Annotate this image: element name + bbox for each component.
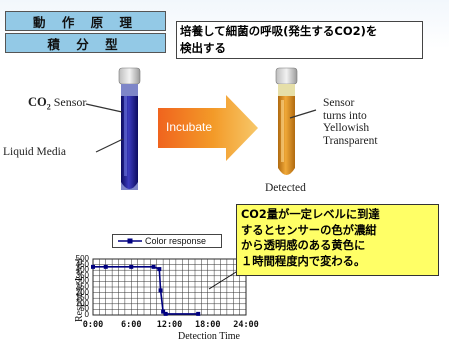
- x-tick-label: 24:00: [233, 320, 259, 330]
- x-tick-label: 12:00: [156, 320, 183, 330]
- liquid-media-label: Liquid Media: [3, 146, 66, 158]
- callout-line-3: から透明感のある黄色に: [241, 239, 366, 253]
- detected-label: Detected: [265, 182, 306, 194]
- chart-legend: Color response: [112, 234, 222, 248]
- data-point: [161, 309, 166, 314]
- co2-prefix: CO: [28, 95, 47, 109]
- y-tick-label: 100: [75, 298, 89, 308]
- y-axis-label: Response Level: [74, 258, 85, 322]
- y-tick-label: 400: [75, 265, 89, 275]
- data-point: [158, 288, 163, 293]
- chart-grid: [92, 258, 247, 316]
- type-label: 積 分 型: [5, 33, 166, 53]
- result-line-4: Transparent: [323, 134, 378, 147]
- sensor-word: Sensor: [50, 95, 87, 109]
- callout-line-2: するとセンサーの色が濃紺: [241, 223, 377, 237]
- result-line-1: Sensor: [323, 97, 355, 109]
- co2-sensor-label: CO2 Sensor: [28, 95, 86, 112]
- sensor-result-pointer: [289, 109, 317, 119]
- blue-test-tube: [118, 67, 141, 190]
- description-box: 培養して細菌の呼吸(発生するCO2)を 検出する: [176, 21, 423, 59]
- data-point: [91, 264, 95, 269]
- y-tick-label: 450: [75, 259, 89, 269]
- x-tick-label: 0:00: [82, 320, 104, 330]
- y-tick-label: 0: [84, 310, 89, 319]
- data-point: [163, 311, 168, 316]
- y-tick-label: 200: [75, 287, 89, 297]
- description-line-1: 培養して細菌の呼吸(発生するCO2)を: [180, 24, 378, 38]
- y-tick-label: 250: [75, 282, 89, 291]
- data-point: [129, 264, 134, 269]
- result-line-3: Yellowish: [323, 122, 370, 134]
- incubate-label: Incubate: [166, 120, 213, 134]
- sensor-result-label: Sensor turns into Yellowish Transparent: [323, 97, 378, 147]
- yellow-test-tube: [275, 67, 298, 175]
- result-line-2: turns into: [323, 109, 367, 122]
- principle-label: 動 作 原 理: [5, 11, 166, 31]
- y-tick-label: 50: [80, 304, 89, 314]
- chart-series: [91, 264, 201, 316]
- callout-line-1: CO2量が一定レベルに到達: [241, 208, 380, 221]
- y-tick-label: 500: [75, 254, 89, 263]
- x-axis-label: Detection Time: [178, 331, 240, 342]
- x-tick-label: 6:00: [121, 320, 142, 330]
- callout-box: CO2量が一定レベルに到達 するとセンサーの色が濃紺 から透明感のある黄色に １…: [236, 204, 439, 276]
- y-tick-label: 350: [75, 270, 89, 280]
- incubate-arrow: [158, 95, 258, 161]
- y-tick-label: 150: [75, 293, 89, 303]
- data-point: [157, 267, 162, 272]
- x-tick-label: 18:00: [194, 320, 221, 330]
- data-point: [196, 311, 201, 316]
- co2-subscript: 2: [46, 102, 51, 112]
- data-point: [103, 264, 108, 269]
- callout-line-4: １時間程度内で変わる。: [241, 254, 366, 268]
- liquid-media-pointer: [95, 138, 124, 153]
- y-tick-label: 300: [75, 276, 89, 286]
- y-axis-label-holder: Response Level: [74, 258, 85, 332]
- legend-line-marker: [118, 238, 142, 244]
- legend-series-label: Color response: [145, 236, 207, 246]
- co2-sensor-pointer: [85, 103, 123, 113]
- data-point: [151, 264, 156, 269]
- description-line-2: 検出する: [180, 41, 226, 55]
